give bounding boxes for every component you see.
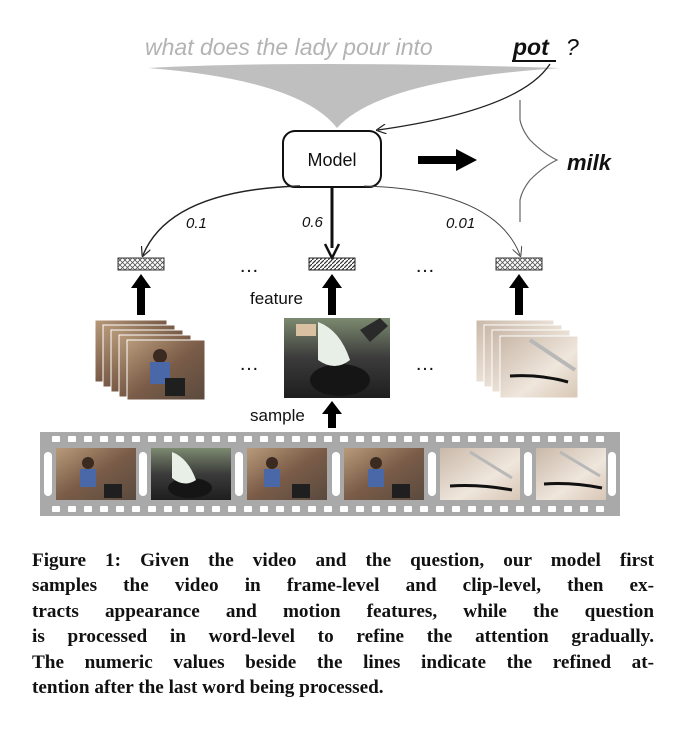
attention-arrow-right xyxy=(363,185,520,255)
clip-stack-right xyxy=(475,319,579,399)
caption-line: is processed in word-level to refine the… xyxy=(32,626,654,648)
caption-line: The numeric values beside the lines indi… xyxy=(32,651,654,673)
film-frame-1 xyxy=(56,448,136,500)
attention-arrow-left xyxy=(143,185,301,255)
film-frame-2 xyxy=(151,448,231,500)
up-arrow-right xyxy=(509,274,529,315)
attention-value-right: 0.01 xyxy=(446,215,475,232)
film-sprocket-holes-top xyxy=(52,436,604,442)
up-arrow-left xyxy=(131,274,151,315)
attention-value-center: 0.6 xyxy=(302,214,324,231)
sample-label: sample xyxy=(250,406,305,425)
caption-line: Figure 1: Given the video and the questi… xyxy=(32,550,654,571)
film-frame-4 xyxy=(344,448,424,500)
film-sprocket-holes-bottom xyxy=(52,506,604,512)
word-to-model-arrow xyxy=(378,63,551,130)
feature-bar-center xyxy=(308,257,356,271)
attention-value-left: 0.1 xyxy=(186,215,207,232)
caption-line: samples the video in frame-level and cli… xyxy=(32,575,654,597)
caption-line: tracts appearance and motion features, w… xyxy=(32,600,654,622)
question-funnel xyxy=(148,64,560,128)
film-frame-3 xyxy=(247,448,327,500)
feature-bar-left xyxy=(117,257,165,271)
film-strip xyxy=(40,432,620,516)
film-frame-5 xyxy=(440,448,520,500)
up-arrow-center xyxy=(322,274,342,315)
question-highlight-word: pot xyxy=(512,34,550,60)
sample-arrow xyxy=(322,401,342,428)
ellipsis-feature-right: … xyxy=(415,255,435,277)
frame-center xyxy=(284,318,390,398)
ellipsis-frames-left: … xyxy=(239,353,259,375)
diagram: what does the lady pour into pot ? Model… xyxy=(40,34,620,516)
caption-line: tention after the last word being proces… xyxy=(32,677,384,699)
feature-bar-right xyxy=(495,257,543,271)
answer-distribution-curve xyxy=(519,100,559,222)
model-box xyxy=(282,130,382,188)
output-arrow xyxy=(418,149,477,171)
model-label: Model xyxy=(307,150,356,170)
question-mark: ? xyxy=(566,34,579,60)
ellipsis-feature-left: … xyxy=(239,255,259,277)
figure-caption: Figure 1: Given the video and the questi… xyxy=(32,548,654,700)
film-frame-separators xyxy=(44,452,616,496)
film-frame-6 xyxy=(536,448,606,500)
clip-stack-left xyxy=(94,319,206,401)
question-text: what does the lady pour into xyxy=(145,34,433,60)
answer-text: milk xyxy=(567,150,613,175)
feature-label: feature xyxy=(250,289,303,308)
ellipsis-frames-right: … xyxy=(415,353,435,375)
